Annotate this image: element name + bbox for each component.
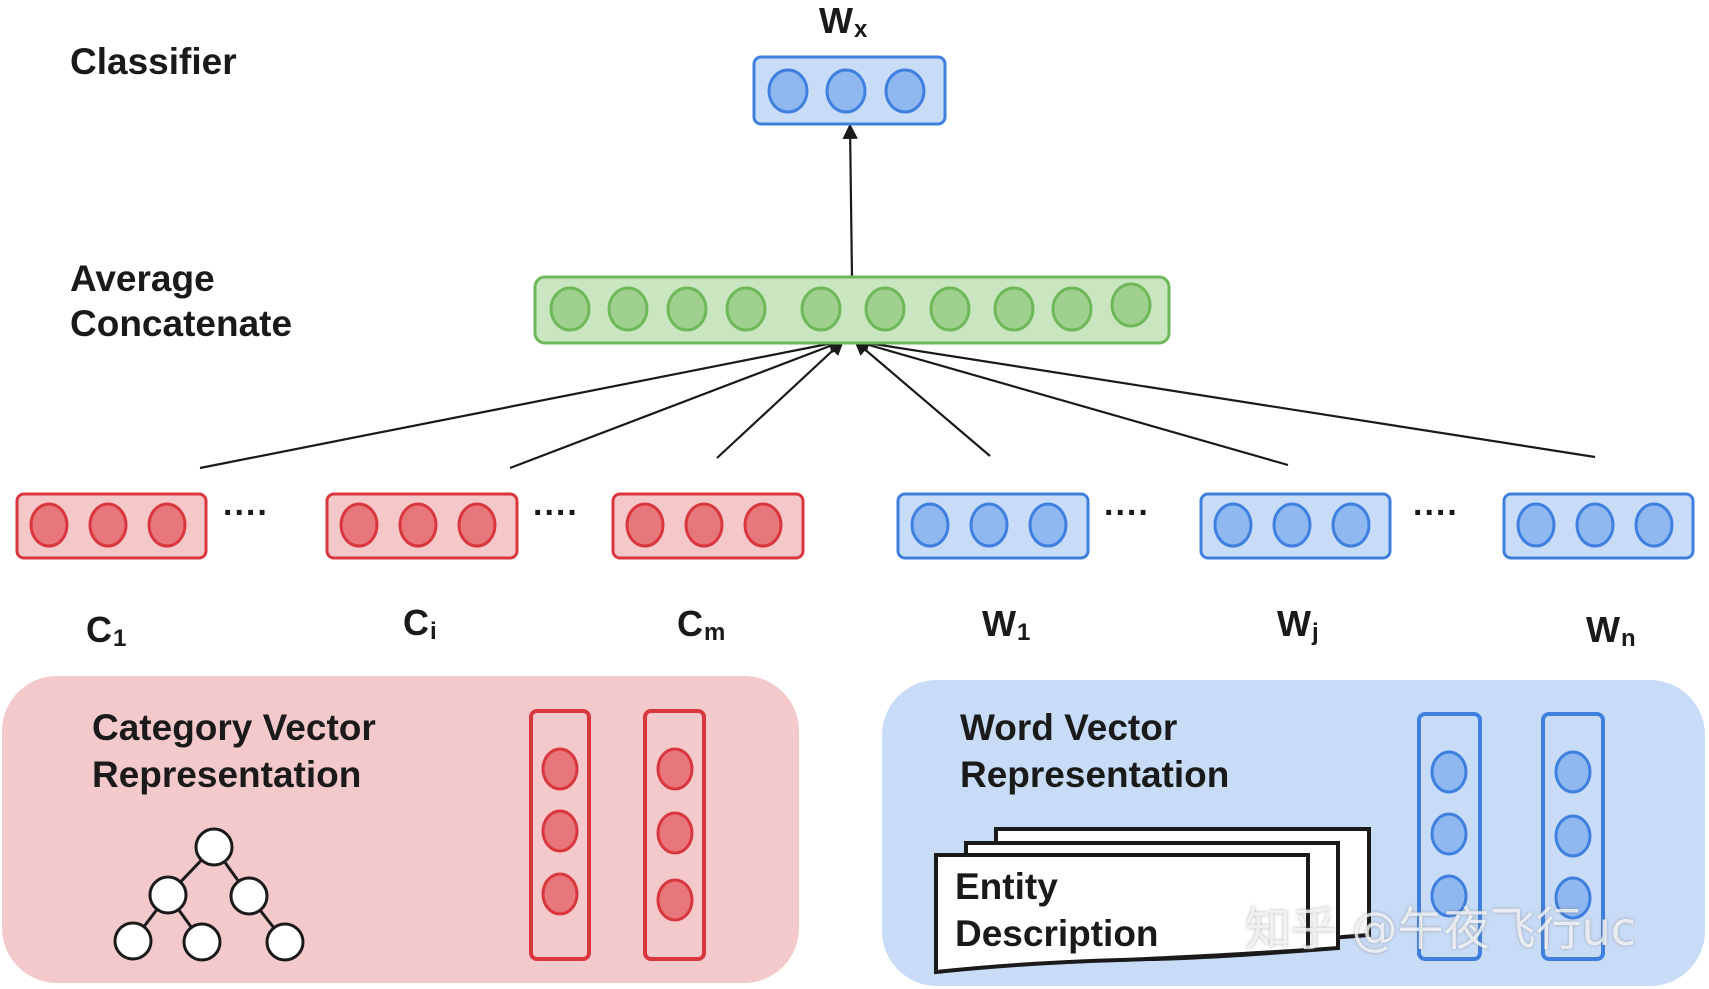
average-node: [725, 286, 767, 332]
category-label-cm: Cm: [677, 603, 726, 646]
word-node: [969, 502, 1009, 548]
concatenate-label: Concatenate: [70, 303, 293, 344]
category-label-c1: C1: [86, 609, 127, 652]
category-vector-c1: [15, 492, 208, 560]
document-title: Entity: [955, 866, 1058, 907]
edge-c1: [199, 336, 845, 470]
word-panel-vector: [1417, 712, 1482, 961]
category-node: [88, 502, 128, 548]
ellipsis: ....: [533, 485, 579, 523]
word-node: [1516, 502, 1556, 548]
output-node: [767, 68, 809, 114]
category-panel-subtitle: Representation: [92, 754, 362, 795]
document-subtitle: Description: [955, 913, 1159, 954]
category-node: [457, 502, 497, 548]
word-panel-title: Word Vector: [960, 707, 1178, 748]
word-vector-wj: [1199, 492, 1392, 560]
ellipsis: ....: [1104, 485, 1150, 523]
word-node: [1634, 502, 1674, 548]
category-node: [398, 502, 438, 548]
word-node: [1272, 502, 1312, 548]
category-label-ci: Ci: [403, 602, 437, 645]
edge-classifier: [842, 123, 858, 279]
category-node: [29, 502, 69, 548]
category-node: [147, 502, 187, 548]
edge-wj: [853, 337, 1289, 467]
connection-lines: [199, 123, 1596, 470]
word-node: [1331, 502, 1371, 548]
category-vector-ci: [325, 492, 519, 560]
word-node: [1213, 502, 1253, 548]
average-node: [800, 286, 842, 332]
average-node: [666, 286, 708, 332]
word-label-wn: Wn: [1586, 609, 1636, 652]
average-vector: [533, 275, 1171, 345]
category-vector-cm: [611, 492, 805, 560]
word-panel-subtitle: Representation: [960, 754, 1230, 795]
watermark: 知乎 @午夜飞行uc: [1245, 902, 1637, 956]
word-node: [1028, 502, 1068, 548]
average-node: [864, 286, 906, 332]
word-label-wj: Wj: [1277, 603, 1319, 646]
edge-ci: [509, 338, 845, 470]
ellipsis: ....: [223, 485, 269, 523]
word-label-w1: W1: [982, 603, 1031, 646]
word-node: [1575, 502, 1615, 548]
category-panel-vector: [529, 709, 591, 961]
category-panel-vector: [643, 709, 706, 961]
word-panel-vector: [1541, 712, 1605, 961]
category-node: [625, 502, 665, 548]
output-node: [825, 68, 867, 114]
average-node: [1110, 282, 1152, 328]
average-node: [993, 286, 1035, 332]
category-panel-title: Category Vector: [92, 707, 376, 748]
edge-cm: [716, 339, 845, 459]
ellipsis: ....: [1413, 485, 1459, 523]
tree-icon: [113, 827, 305, 962]
output-node: [884, 68, 926, 114]
word-node: [910, 502, 950, 548]
edge-wn: [853, 335, 1596, 459]
average-node: [607, 286, 649, 332]
average-node: [1051, 286, 1093, 332]
word-vector-wn: [1502, 492, 1695, 560]
document-stack-icon: [934, 827, 1371, 975]
average-label: Average: [70, 258, 215, 299]
category-node: [339, 502, 379, 548]
edge-w1: [853, 340, 991, 457]
output-label: Wx: [819, 0, 868, 43]
output-vector: [752, 55, 947, 126]
category-node: [743, 502, 783, 548]
category-node: [684, 502, 724, 548]
word-vector-w1: [896, 492, 1090, 560]
classifier-label: Classifier: [70, 41, 237, 82]
average-node: [929, 286, 971, 332]
average-node: [549, 286, 591, 332]
category-panel: [2, 676, 799, 983]
